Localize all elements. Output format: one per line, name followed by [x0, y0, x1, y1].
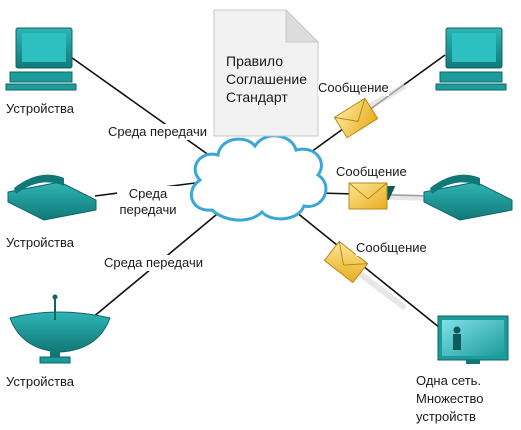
message-label-bottom: Сообщение	[356, 240, 427, 256]
network-caption: Одна сеть. Множество устройств	[416, 372, 483, 426]
network-cloud	[189, 134, 328, 222]
link-right-tv	[295, 211, 446, 333]
caption-line: Одна сеть.	[416, 373, 482, 388]
message-label-middle: Сообщение	[336, 164, 407, 180]
satellite-dish-icon	[9, 294, 111, 364]
document-line: Стандарт	[226, 89, 288, 105]
device-label-phone: Устройства	[6, 235, 75, 250]
link-left-computer	[67, 54, 221, 164]
caption-line: Множество	[416, 391, 484, 406]
message-envelope-icon	[348, 182, 388, 210]
telephone-icon	[7, 174, 97, 221]
media-label-bottom: Среда передачи	[104, 255, 203, 271]
media-label-middle: Среда передачи	[117, 186, 179, 218]
message-label-top: Сообщение	[318, 80, 389, 96]
device-label-computer: Устройства	[6, 101, 75, 116]
caption-line: устройств	[416, 409, 476, 424]
document-line: Правило	[226, 53, 284, 69]
media-label-top: Среда передачи	[108, 124, 207, 140]
message-envelope-icon	[323, 240, 369, 284]
device-label-dish: Устройства	[6, 374, 75, 389]
desktop-computer-icon	[435, 27, 507, 91]
media-label-middle-line1: Среда	[128, 186, 168, 201]
document-line: Соглашение	[226, 71, 308, 87]
tv-screen-icon	[437, 315, 509, 364]
document-text: Правило Соглашение Стандарт	[226, 52, 307, 106]
desktop-computer-icon	[5, 27, 77, 91]
message-envelope-icon	[333, 97, 379, 139]
media-label-middle-line2: передачи	[119, 202, 177, 217]
